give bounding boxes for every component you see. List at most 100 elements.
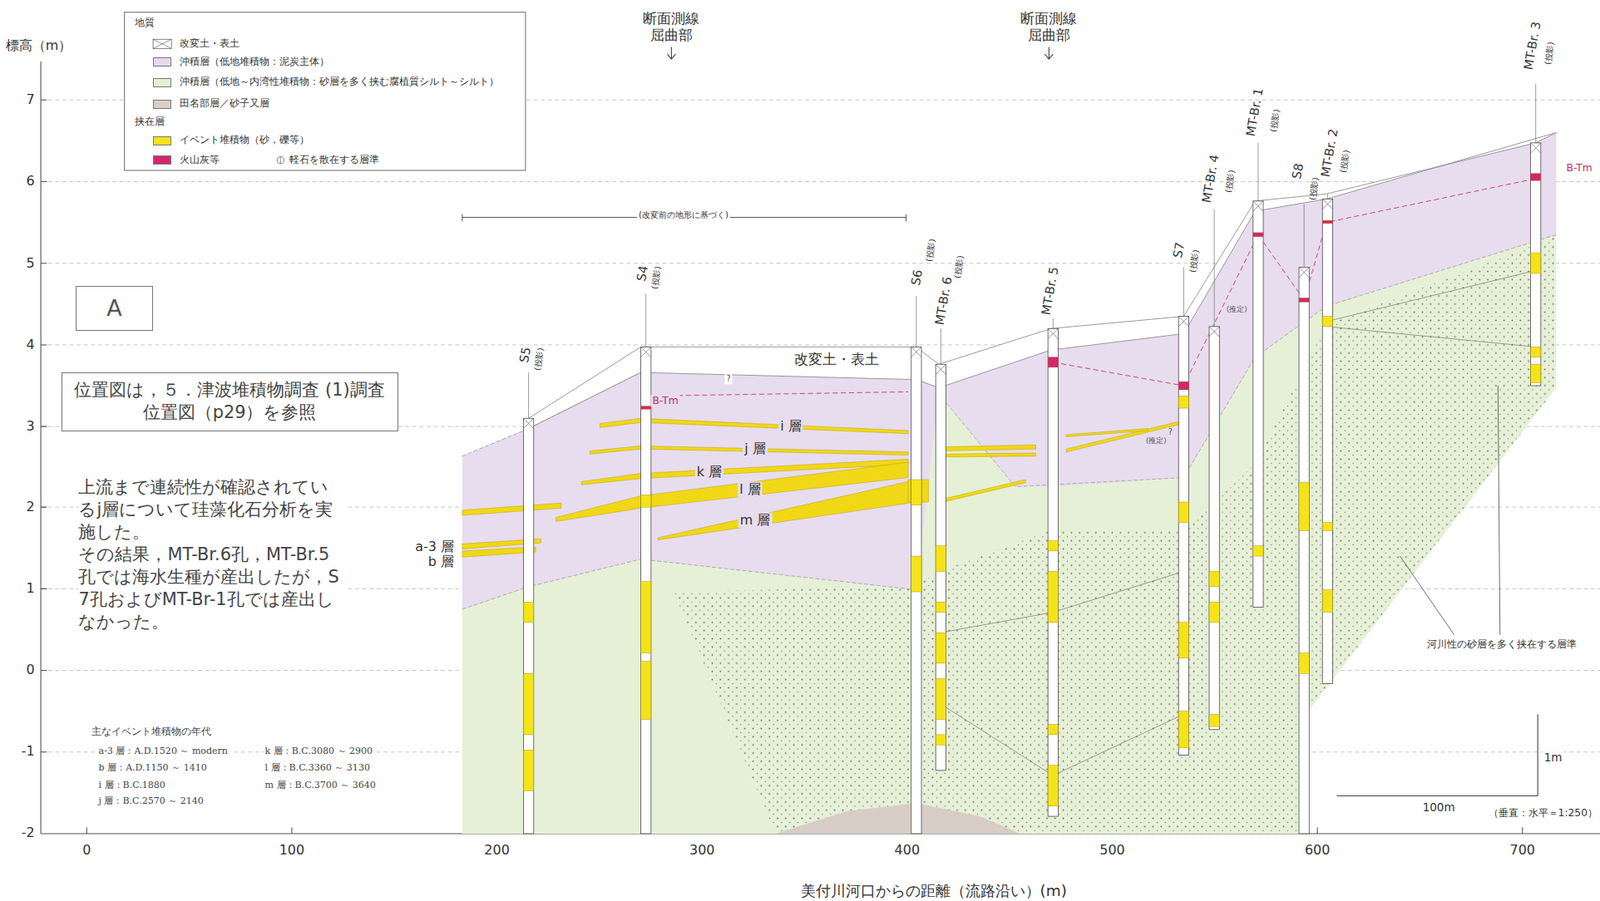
borehole-name: (投影) bbox=[1223, 169, 1237, 194]
borehole-layer bbox=[523, 602, 534, 623]
borehole-layer bbox=[911, 479, 922, 506]
axes bbox=[40, 61, 1600, 835]
borehole-riser bbox=[1535, 83, 1536, 144]
label: a-3 層：A.D.1520 ～ modern bbox=[97, 746, 230, 758]
label: b 層 bbox=[428, 554, 455, 570]
borehole-layer bbox=[1178, 622, 1189, 659]
borehole-layer bbox=[1322, 220, 1333, 224]
legend-swatch bbox=[153, 57, 172, 67]
borehole-layer bbox=[1047, 541, 1058, 552]
fill-hatch bbox=[1178, 316, 1189, 327]
label: 標高（m） bbox=[5, 38, 73, 54]
borehole-riser bbox=[528, 372, 529, 419]
borehole-name: (投影) bbox=[1338, 148, 1352, 173]
borehole-layer bbox=[1253, 546, 1264, 557]
borehole-layer bbox=[935, 735, 946, 746]
borehole-layer bbox=[1253, 232, 1264, 238]
borehole-name: MT-Br. 5 bbox=[1038, 265, 1062, 317]
fill-soil bbox=[528, 133, 1557, 430]
borehole-column bbox=[911, 346, 922, 835]
borehole-riser bbox=[1303, 204, 1305, 268]
label: 改変土・表土 bbox=[792, 351, 881, 369]
label: 5 bbox=[26, 255, 35, 271]
panel-letter-box: A bbox=[75, 286, 154, 331]
borehole-name: S5 bbox=[517, 345, 534, 364]
borehole-name: (投影) bbox=[1268, 108, 1282, 133]
label: j 層：B.C.2570 ～ 2140 bbox=[97, 796, 206, 808]
b-tm-lines bbox=[652, 178, 1536, 396]
label: 地質 bbox=[134, 16, 155, 29]
label: i 層：B.C.1880 bbox=[97, 780, 168, 791]
label: 300 bbox=[689, 843, 715, 859]
label: j 層 bbox=[742, 441, 768, 457]
scale-bar bbox=[1336, 714, 1538, 796]
borehole-name: (投影) bbox=[532, 346, 546, 371]
borehole-layer bbox=[935, 602, 946, 613]
fill-hatch bbox=[1209, 326, 1220, 337]
borehole-name: MT-Br. 1 bbox=[1244, 87, 1267, 139]
fill-hatch bbox=[1253, 201, 1264, 212]
label: m 層：B.C.3700 ～ 3640 bbox=[263, 780, 378, 791]
label: 7 bbox=[26, 92, 35, 108]
label: k 層 bbox=[695, 464, 724, 480]
fill-hatch bbox=[1298, 267, 1309, 278]
label: -1 bbox=[21, 744, 35, 760]
legend-swatch bbox=[153, 155, 172, 165]
label: 600 bbox=[1304, 843, 1330, 859]
legend-frame bbox=[124, 12, 526, 171]
borehole-layer bbox=[1178, 381, 1189, 391]
borehole-layer bbox=[1530, 364, 1541, 383]
borehole-layer bbox=[641, 406, 652, 410]
borehole-riser bbox=[915, 296, 917, 347]
label: ? bbox=[724, 375, 732, 385]
borehole-layer bbox=[1047, 725, 1058, 736]
borehole-column bbox=[1178, 316, 1189, 756]
alluvium-peat bbox=[462, 133, 1556, 610]
reference-note-box: 位置図は，５．津波堆積物調査 (1)調査位置図（p29）を参照 bbox=[61, 372, 399, 432]
borehole-riser bbox=[940, 328, 942, 365]
borehole-layer bbox=[1322, 316, 1333, 327]
bend-arrows bbox=[666, 46, 1053, 60]
pumice-symbol bbox=[280, 156, 282, 164]
borehole-layer bbox=[1178, 502, 1189, 524]
borehole-column bbox=[1253, 201, 1264, 608]
borehole-layer bbox=[641, 661, 652, 721]
borehole-layer bbox=[523, 673, 534, 736]
borehole-layer bbox=[1298, 297, 1309, 302]
fill-hatch bbox=[935, 364, 946, 375]
label: 1 bbox=[26, 581, 35, 597]
label: m 層 bbox=[738, 513, 773, 529]
borehole-riser bbox=[1214, 209, 1215, 327]
label: 6 bbox=[26, 173, 35, 189]
label: ? bbox=[1166, 428, 1175, 438]
fill-hatch bbox=[1047, 328, 1058, 339]
borehole-layer bbox=[1047, 765, 1058, 807]
borehole-name: (投影) bbox=[1307, 176, 1321, 201]
label: 河川性の砂層を多く挟在する層準 bbox=[1427, 638, 1577, 651]
borehole-name: (投影) bbox=[649, 265, 663, 290]
legend-text: イベント堆積物（砂，礫等） bbox=[179, 135, 310, 147]
box-text: A bbox=[106, 293, 122, 323]
borehole-name: S6 bbox=[908, 268, 926, 287]
label: l 層 bbox=[737, 482, 763, 498]
borehole-layer bbox=[523, 750, 534, 791]
borehole-column bbox=[1530, 143, 1541, 386]
label: 1m bbox=[1542, 751, 1565, 766]
borehole-riser bbox=[1327, 193, 1329, 199]
borehole-name: S7 bbox=[1170, 241, 1188, 259]
borehole-layer bbox=[1322, 590, 1333, 613]
legend-text: 軽石を散在する層準 bbox=[289, 154, 380, 166]
legend-text: 改変土・表土 bbox=[179, 38, 240, 50]
legend-text: 沖積層（低地堆積物：泥炭主体） bbox=[179, 56, 330, 68]
borehole-layer bbox=[1178, 395, 1189, 409]
borehole-layer bbox=[1209, 602, 1220, 623]
label: (推定) bbox=[1224, 306, 1250, 315]
label: 挟在層 bbox=[134, 115, 165, 128]
label: 主なイベント堆積物の年代 bbox=[89, 725, 213, 738]
legend-text: 沖積層（低地～内湾性堆積物：砂層を多く挟む腐植質シルト～シルト） bbox=[179, 77, 499, 89]
fill-hatch bbox=[641, 346, 652, 357]
tanabu-formation bbox=[775, 803, 1021, 835]
label: B-Tm bbox=[1566, 162, 1593, 174]
borehole-layer bbox=[1209, 571, 1220, 587]
borehole-layer bbox=[1298, 653, 1309, 675]
